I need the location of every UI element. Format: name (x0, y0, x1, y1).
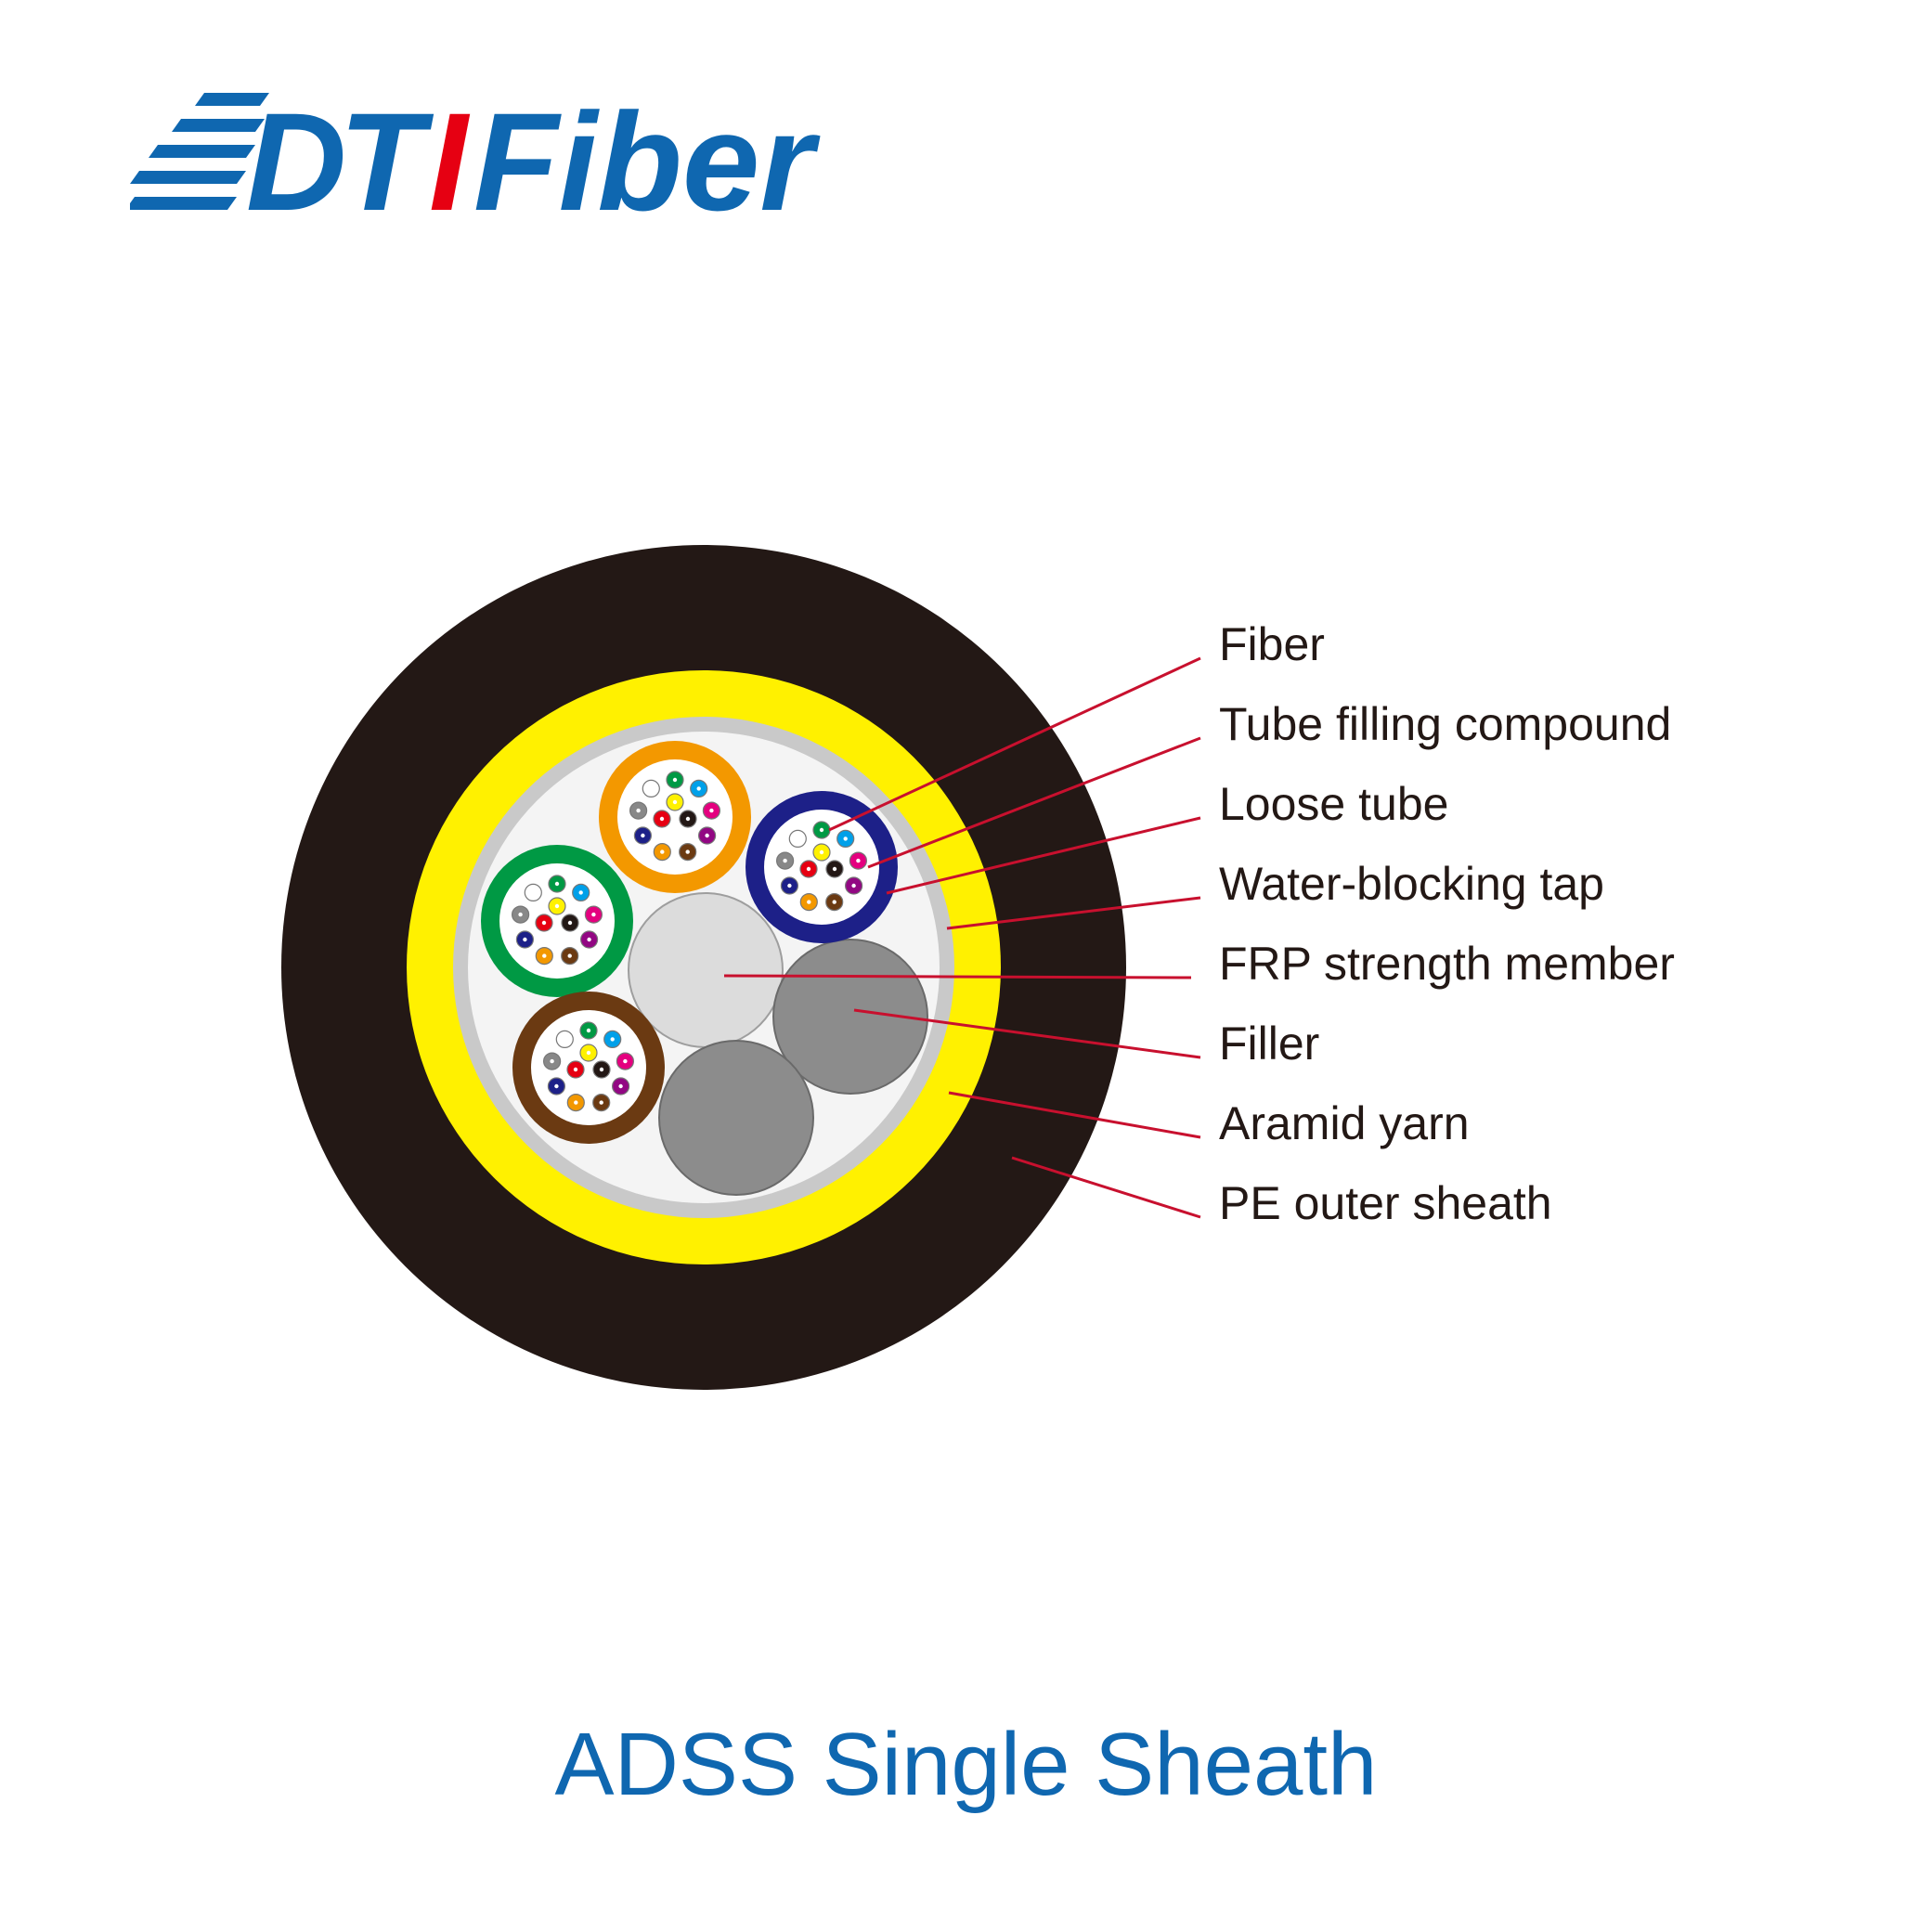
logo-letter-d: D (246, 84, 346, 223)
leader-filler (853, 1008, 1201, 1059)
callout-leader-lines (723, 656, 1201, 1219)
label-pe-outer-sheath: PE outer sheath (1219, 1177, 1552, 1229)
leader-loose-tube (886, 816, 1201, 895)
loose-tube-orange (599, 741, 751, 893)
loose-tubes (481, 741, 898, 1144)
label-tube-filling-compound: Tube filling compound (1219, 698, 1672, 750)
leader-aramid-yarn (948, 1091, 1201, 1139)
leader-tube-filling-compound (867, 736, 1201, 869)
dtifiber-logo: D T I Fiber (130, 84, 821, 223)
label-loose-tube: Loose tube (1219, 778, 1449, 830)
frp-strength-member (628, 892, 784, 1048)
logo-letter-t: T (339, 84, 434, 223)
leader-pe-outer-sheath (1011, 1156, 1201, 1219)
leader-water-blocking-tape (946, 896, 1201, 930)
diagram-caption: ADSS Single Sheath (554, 1715, 1378, 1814)
label-fiber: Fiber (1219, 618, 1325, 670)
label-frp-strength-member: FRP strength member (1219, 938, 1675, 990)
leader-frp-strength-member (723, 974, 1192, 979)
label-aramid-yarn: Aramid yarn (1219, 1097, 1470, 1149)
loose-tube-brown (512, 992, 665, 1144)
loose-tube-green (481, 845, 633, 997)
leader-fiber (828, 656, 1201, 832)
filler-right (772, 939, 928, 1095)
label-filler: Filler (1219, 1018, 1320, 1070)
label-water-blocking-tape: Water-blocking tap (1219, 858, 1604, 910)
logo-word-fiber: Fiber (473, 84, 821, 223)
filler-bottom (658, 1040, 814, 1196)
logo-speed-lines (130, 93, 269, 210)
logo-letter-i: I (429, 84, 471, 223)
loose-tube-blue (746, 791, 898, 943)
